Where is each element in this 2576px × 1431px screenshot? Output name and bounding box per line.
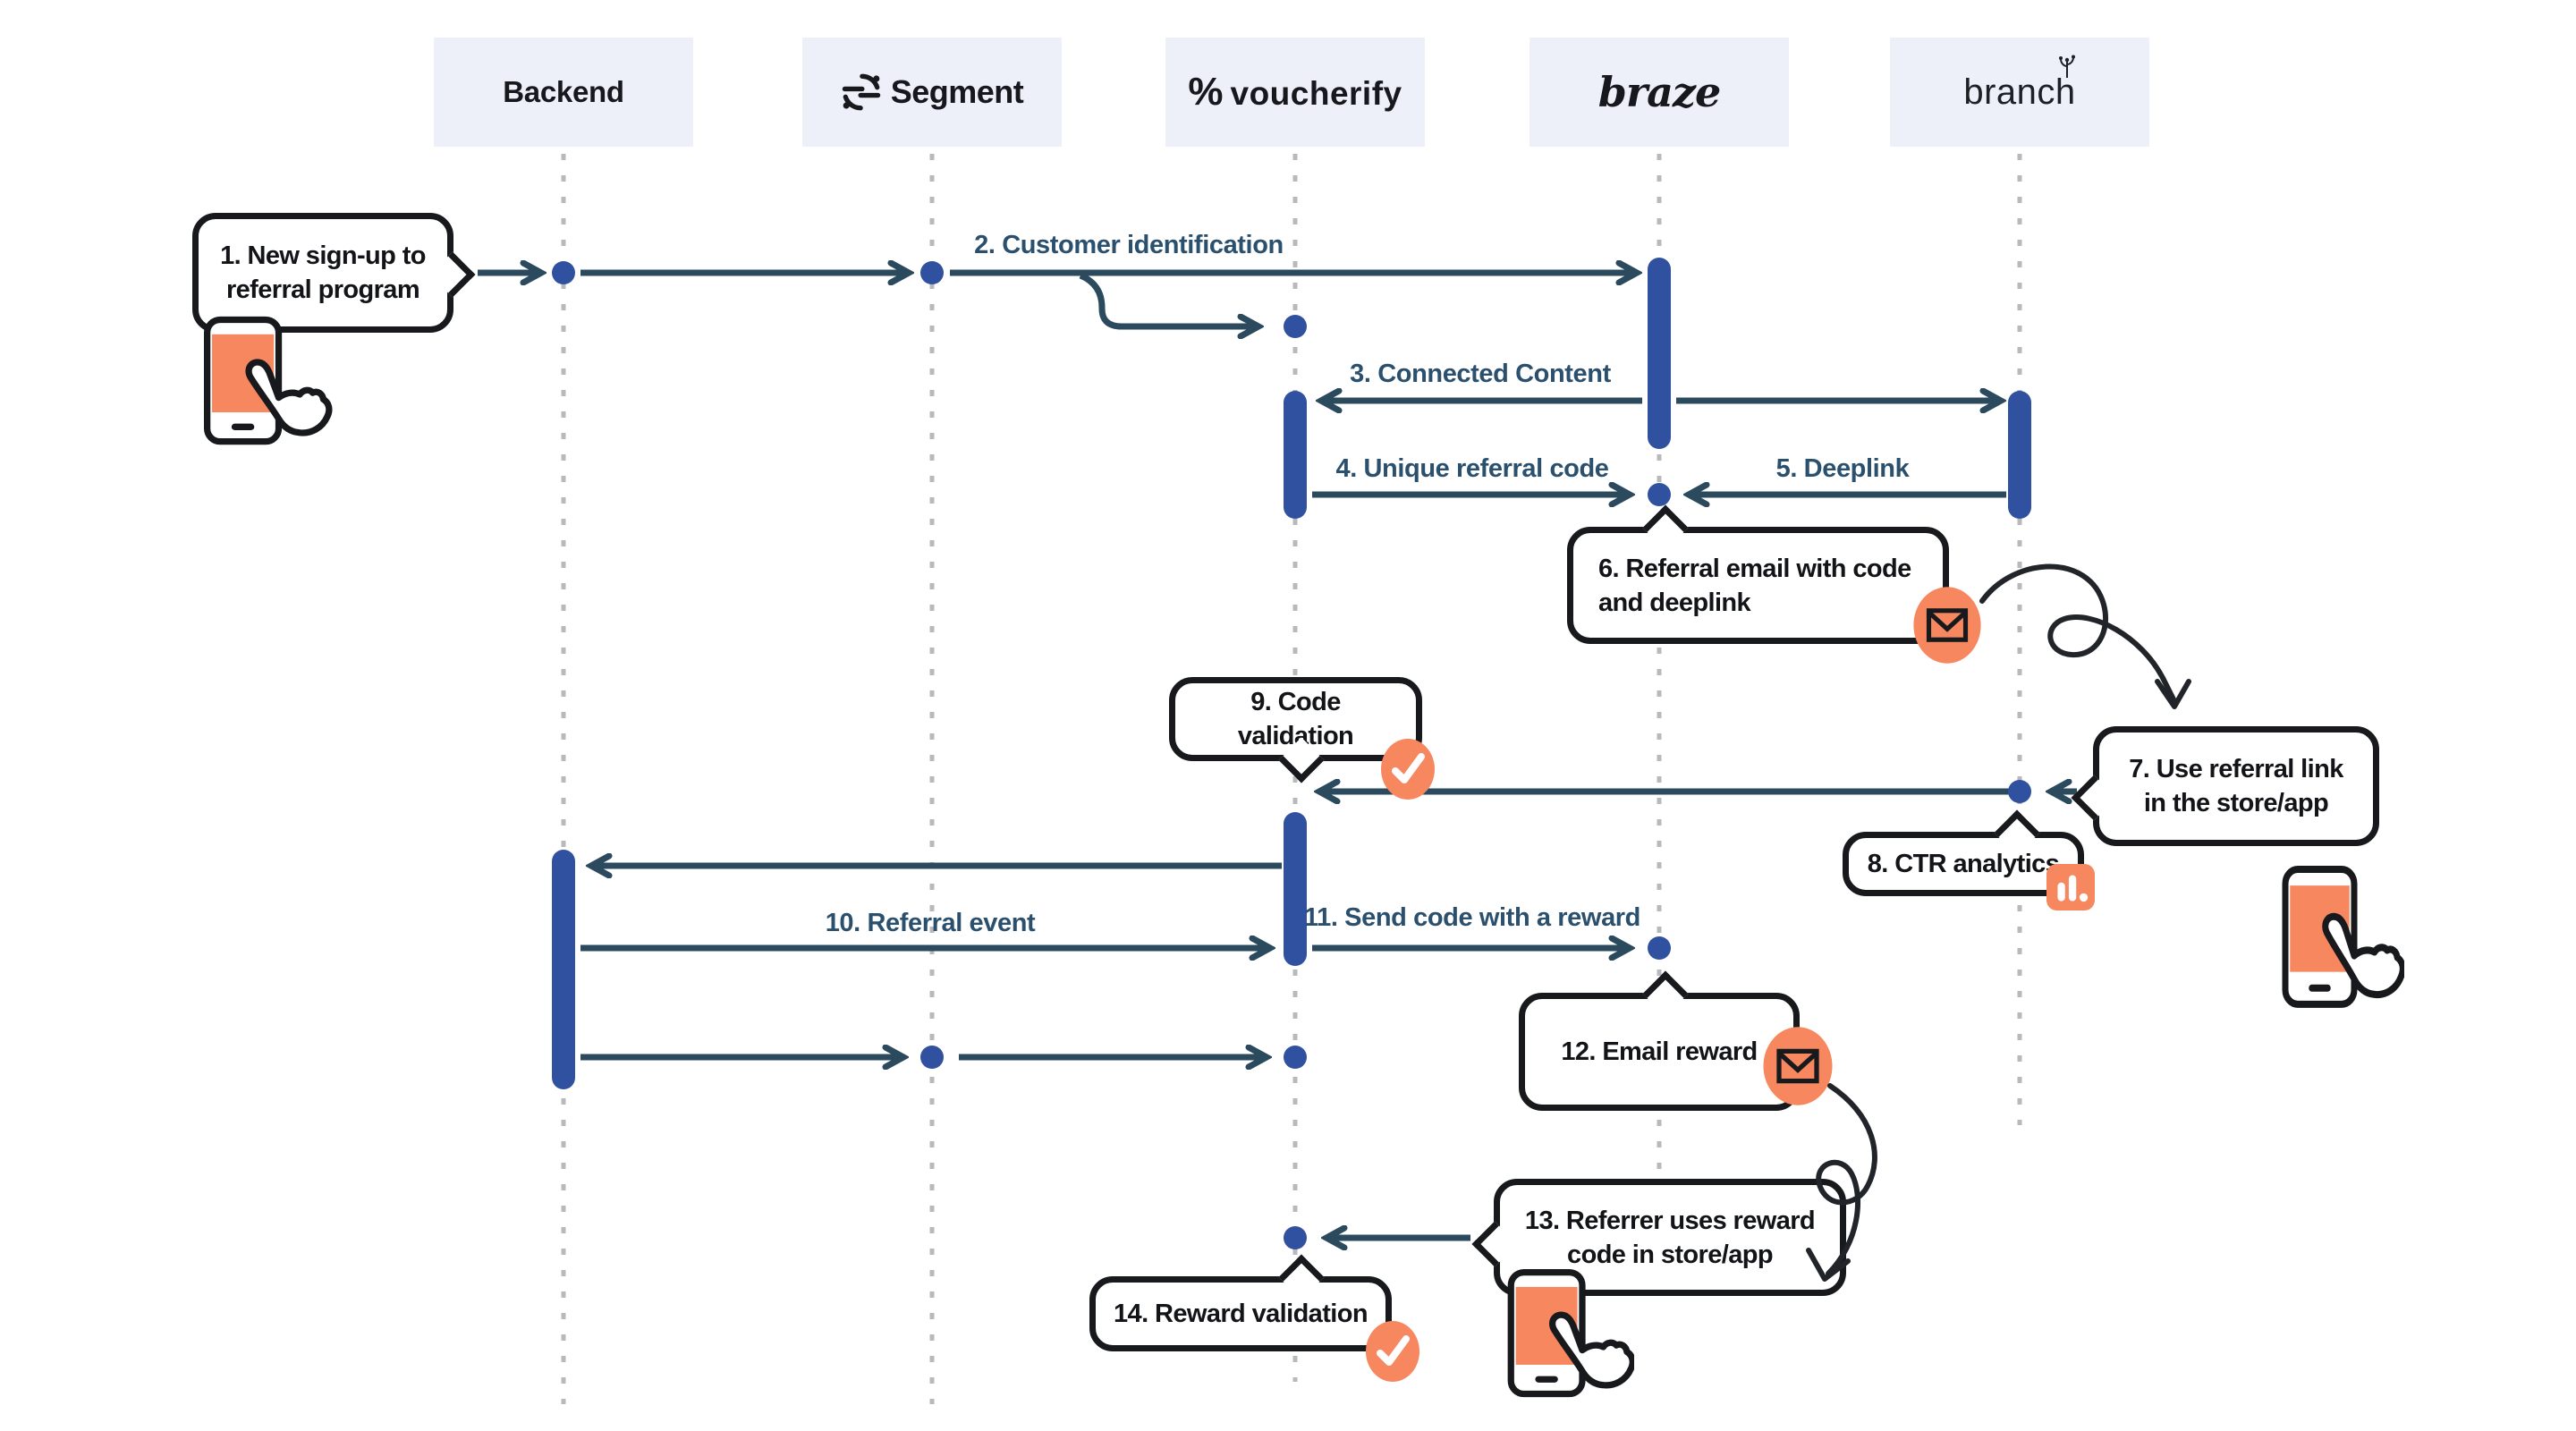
callout-9-text: 9. Code validation (1237, 688, 1354, 750)
phone-tap-icon (2282, 866, 2404, 1008)
voucherify-percent-mark: % (1188, 70, 1224, 114)
segment-logo: Segment (841, 72, 1024, 113)
callout-7-text: 7. Use referral link in the store/app (2129, 755, 2343, 817)
actor-voucherify: %voucherify (1165, 38, 1425, 147)
message-arrows (478, 273, 2077, 1238)
actor-branch: branch (1890, 38, 2149, 147)
callout-14-reward-validation: 14. Reward validation (1089, 1254, 1392, 1351)
callout-1-new-signup: 1. New sign-up to referral program (192, 213, 476, 333)
dot-segment-signup (920, 261, 944, 284)
dot-branch-referral-link (2008, 780, 2031, 803)
dot-braze-code-deeplink (1648, 483, 1671, 506)
mail-icon (1763, 1027, 1833, 1105)
callout-12-text: 12. Email reward (1561, 1037, 1758, 1066)
actor-backend-label: Backend (503, 75, 624, 108)
label-customer-identification: 2. Customer identification (974, 231, 1284, 259)
callout-7-use-referral-link: 7. Use referral link in the store/app (2071, 726, 2379, 846)
voucherify-logo: %voucherify (1188, 70, 1402, 114)
callout-8-text: 8. CTR analytics (1867, 850, 2060, 878)
actor-voucherify-label: voucherify (1230, 75, 1402, 112)
actor-backend: Backend (434, 38, 693, 147)
dot-backend-signup (552, 261, 575, 284)
label-send-code-with-reward: 11. Send code with a reward (1304, 903, 1640, 932)
actor-segment: Segment (802, 38, 1062, 147)
callout-12-email-reward: 12. Email reward (1519, 970, 1800, 1111)
braze-logo: braze (1597, 68, 1722, 116)
branch-sprig-icon (2058, 55, 2075, 78)
callout-13-text: 13. Referrer uses reward code in store/a… (1524, 1206, 1816, 1269)
event-dots (552, 261, 2031, 1249)
check-icon (1366, 1321, 1419, 1382)
phone-tap-icon (203, 316, 333, 445)
actor-braze: braze (1530, 38, 1789, 147)
label-deeplink: 5. Deeplink (1775, 454, 1910, 483)
doodle-arrow-email-to-branch (1979, 563, 2191, 709)
label-unique-referral-code: 4. Unique referral code (1335, 454, 1609, 483)
dot-braze-reward-code (1648, 936, 1671, 960)
callout-6-text: 6. Referral email with code and deeplink (1598, 554, 1911, 617)
activation-bars (552, 258, 2031, 1089)
label-connected-content: 3. Connected Content (1350, 360, 1611, 388)
phone-tap-icon (1507, 1268, 1634, 1398)
doodle-arrow-email-to-store (1806, 1083, 1877, 1282)
actor-braze-label: braze (1597, 68, 1722, 116)
msg-arrow-2-split (1079, 272, 1258, 326)
activation-backend (552, 850, 575, 1089)
dot-segment-event (920, 1046, 944, 1069)
callout-6-referral-email: 6. Referral email with code and deeplink (1567, 504, 1949, 644)
actor-segment-label: Segment (890, 73, 1024, 110)
label-referral-event: 10. Referral event (825, 909, 1036, 937)
segment-logo-icon (842, 73, 880, 111)
dot-voucherify-event (1284, 1046, 1307, 1069)
callout-9-code-validation: 9. Code validation (1169, 677, 1422, 783)
bar-chart-icon (2046, 864, 2095, 910)
activation-braze (1648, 258, 1671, 449)
callout-14-text: 14. Reward validation (1114, 1300, 1368, 1328)
dot-voucherify-reward-code (1284, 1226, 1307, 1249)
activation-voucherify-1 (1284, 391, 1307, 519)
callout-1-text: 1. New sign-up to referral program (220, 241, 426, 304)
lifelines (561, 154, 2022, 1404)
callout-8-ctr-analytics: 8. CTR analytics (1843, 809, 2084, 896)
branch-logo: branch (1963, 55, 2076, 113)
actor-branch-label: branch (1963, 72, 2076, 112)
mail-icon (1913, 587, 1981, 664)
activation-branch (2008, 391, 2031, 519)
check-icon (1381, 739, 1435, 800)
dot-voucherify-identification (1284, 315, 1307, 338)
activation-voucherify-2 (1284, 812, 1307, 966)
